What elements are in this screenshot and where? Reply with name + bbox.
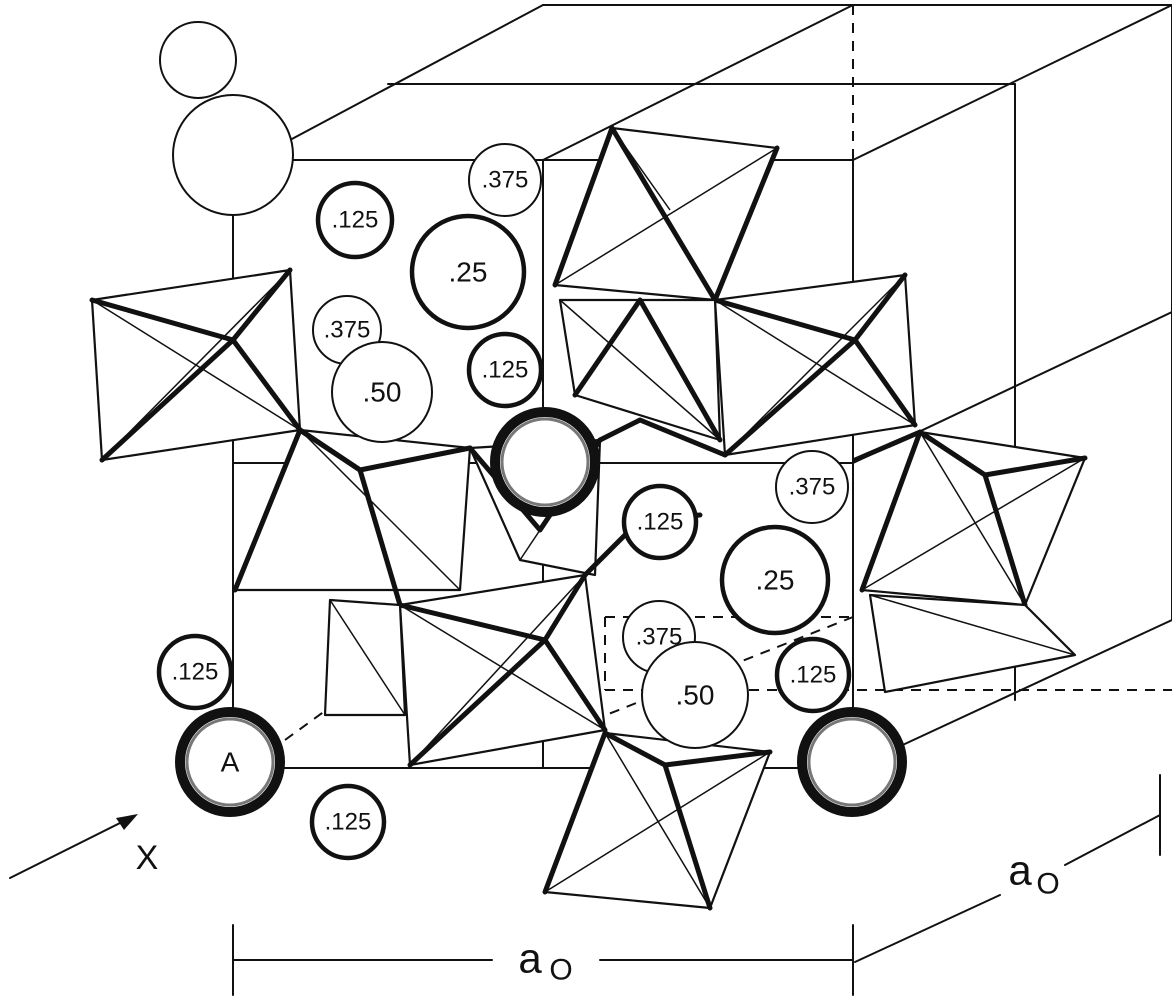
bottom-dimension: a O: [232, 924, 854, 996]
atom-p125: .125: [621, 483, 699, 561]
octahedron: [868, 593, 1077, 694]
atom-p25: .25: [719, 524, 831, 636]
atom-circle: [797, 707, 907, 817]
atom-label: .375: [324, 317, 371, 344]
atom-p125: .125: [774, 636, 852, 714]
atom-label: .125: [482, 357, 529, 384]
atom-label: .125: [332, 207, 379, 234]
atom-circle: [172, 94, 294, 216]
dimension-label-bottom: a: [518, 935, 542, 982]
atom-p125: .125: [309, 783, 387, 861]
atom-A: A: [175, 707, 285, 817]
atom-circle: [490, 407, 600, 517]
atom-ring: [500, 417, 590, 507]
x-axis-label: X: [136, 839, 159, 877]
atom-circle: [719, 524, 831, 636]
octahedron: [542, 730, 773, 911]
atom-circle: [468, 143, 542, 217]
atom-p125: .125: [315, 180, 395, 260]
atom-label: .125: [172, 659, 219, 686]
octahedron: [552, 125, 780, 303]
atom-ring: [807, 717, 897, 807]
atom-p125: .125: [466, 331, 544, 409]
octahedron: [232, 427, 473, 608]
atom-label: .375: [789, 474, 836, 501]
depth-dimension: a O: [854, 774, 1161, 963]
octahedron: [859, 429, 1088, 608]
atom: [172, 94, 294, 216]
atom-label: .125: [790, 662, 837, 689]
atom-p50: .50: [331, 341, 433, 443]
x-axis-indicator: X: [9, 814, 159, 879]
atoms-layer: .125.375.25.375.50.125.375.125.25.375.50…: [156, 21, 907, 861]
atom-p375: .375: [468, 143, 542, 217]
atom-circle: [315, 180, 395, 260]
atom: [490, 407, 600, 517]
atom-circle: [156, 633, 234, 711]
atom-label: .50: [363, 377, 402, 408]
atom-label: .375: [482, 167, 529, 194]
atom-p50: .50: [641, 641, 749, 749]
atom-p25: .25: [409, 213, 527, 331]
dimension-subscript-depth: O: [1036, 868, 1059, 901]
atom-label: A: [221, 747, 240, 778]
atom-label: .50: [676, 680, 715, 711]
atom-circle: [159, 21, 237, 99]
atom-circle: [774, 636, 852, 714]
octahedron: [323, 598, 407, 717]
octahedron: [397, 572, 608, 768]
atom-circle: [621, 483, 699, 561]
atom-circle: [309, 783, 387, 861]
dimension-subscript-bottom: O: [549, 954, 572, 987]
atom-ring: [185, 717, 275, 807]
atom-label: .125: [325, 809, 372, 836]
atom-circle: [175, 707, 285, 817]
dimension-label-depth: a: [1008, 847, 1032, 894]
atom-label: .25: [449, 257, 488, 288]
octahedron: [712, 272, 918, 458]
atom-circle: [331, 341, 433, 443]
atom-label: .25: [756, 565, 795, 596]
octahedron: [89, 267, 303, 463]
atom: [159, 21, 237, 99]
atom: [797, 707, 907, 817]
atom-p375: .375: [775, 450, 849, 524]
atom-circle: [775, 450, 849, 524]
atom-p125: .125: [156, 633, 234, 711]
octahedron: [558, 297, 723, 443]
atom-circle: [466, 331, 544, 409]
atom-circle: [409, 213, 527, 331]
atom-circle: [641, 641, 749, 749]
atom-label: .125: [637, 509, 684, 536]
